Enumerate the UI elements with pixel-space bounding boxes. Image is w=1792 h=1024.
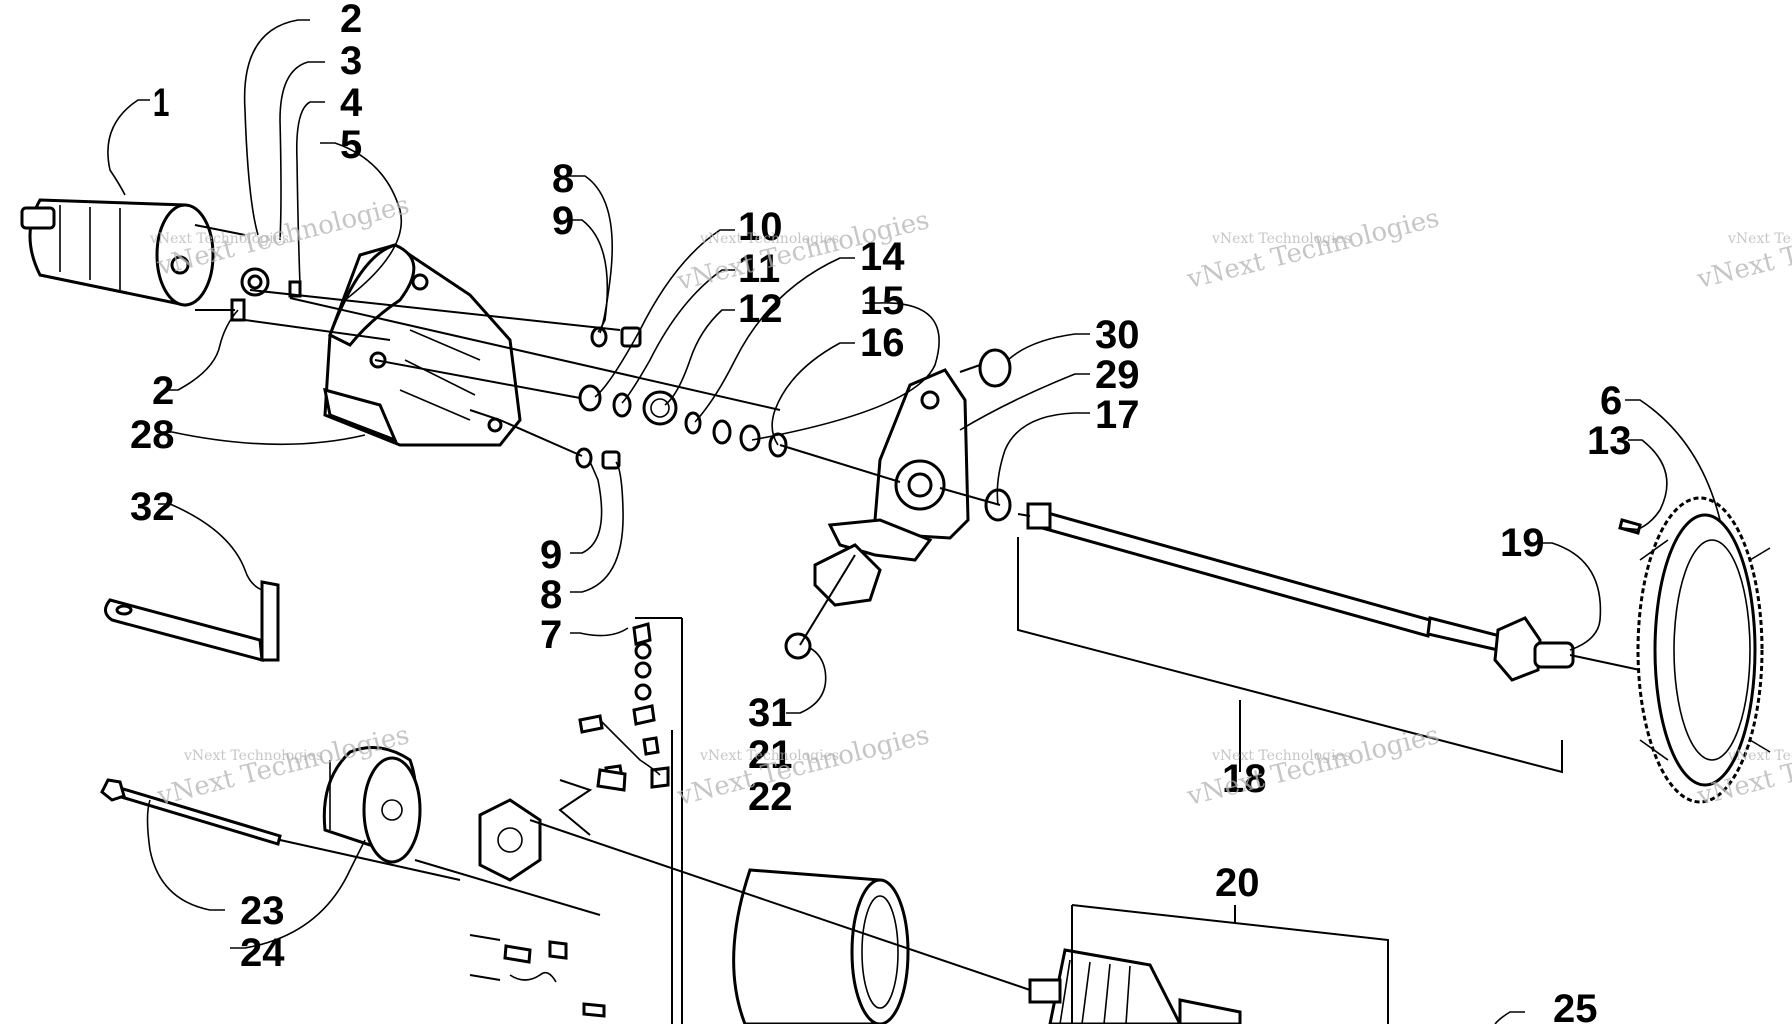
callout-18: 18 bbox=[1222, 757, 1267, 801]
callout-1: 1 bbox=[153, 81, 170, 125]
callout-6: 6 bbox=[1600, 379, 1622, 423]
lower-springs bbox=[503, 768, 627, 1018]
callout-labels: 1 2 3 4 5 2 28 32 8 9 9 8 7 10 11 12 14 … bbox=[130, 0, 1632, 1024]
watermark-small: vNext Technologies bbox=[699, 748, 839, 764]
callout-32: 32 bbox=[130, 485, 175, 529]
callout-9-top: 9 bbox=[552, 199, 574, 243]
watermark-small: vNext Technologies bbox=[699, 231, 839, 247]
callout-8-bottom: 8 bbox=[540, 573, 562, 617]
callout-20: 20 bbox=[1215, 861, 1260, 905]
starter-bracket bbox=[323, 243, 522, 447]
callout-24: 24 bbox=[240, 931, 285, 975]
callout-3: 3 bbox=[340, 39, 362, 83]
cover-knob bbox=[784, 543, 882, 660]
starter-motor bbox=[20, 198, 302, 322]
watermark-large: vNext Technologies bbox=[673, 720, 932, 812]
leader-lines bbox=[107, 19, 1721, 1024]
callout-25: 25 bbox=[1553, 987, 1598, 1024]
watermark-small: vNext Technologies bbox=[1211, 748, 1351, 764]
group-brackets bbox=[469, 537, 1563, 1024]
callout-10: 10 bbox=[738, 205, 783, 249]
callout-16: 16 bbox=[860, 321, 905, 365]
callout-7: 7 bbox=[540, 613, 562, 657]
brush-plate bbox=[478, 798, 542, 882]
ring-gear bbox=[1618, 496, 1771, 804]
watermark-small: vNext Technologies bbox=[183, 748, 323, 764]
callout-19: 19 bbox=[1500, 521, 1545, 565]
watermark-small: vNext Technologies bbox=[1727, 748, 1792, 764]
strap-bracket bbox=[104, 580, 280, 663]
callout-28: 28 bbox=[130, 413, 175, 457]
callout-30: 30 bbox=[1095, 313, 1140, 357]
long-bolt bbox=[100, 778, 282, 846]
callout-29: 29 bbox=[1095, 353, 1140, 397]
callout-2-top: 2 bbox=[340, 0, 362, 41]
callout-17: 17 bbox=[1095, 393, 1140, 437]
callout-11: 11 bbox=[738, 247, 780, 291]
watermark-large: vNext Technologies bbox=[1693, 203, 1792, 295]
watermark-small: vNext Technologies bbox=[1727, 231, 1792, 247]
callout-14: 14 bbox=[860, 235, 905, 279]
watermark-large: vNext Technologies bbox=[1183, 203, 1442, 295]
watermark-small: vNext Technologies bbox=[149, 231, 289, 247]
callout-31: 31 bbox=[748, 691, 793, 735]
drive-arm bbox=[827, 348, 1012, 562]
upper-fasteners bbox=[575, 326, 788, 470]
watermark-small: vNext Technologies bbox=[1211, 231, 1351, 247]
axis-lines bbox=[244, 289, 1641, 991]
callout-12: 12 bbox=[738, 287, 783, 331]
drive-shaft bbox=[1026, 502, 1502, 652]
brush-assembly bbox=[578, 622, 670, 789]
pinion-gear bbox=[1493, 616, 1575, 682]
callout-8-top: 8 bbox=[552, 157, 574, 201]
motor-housing bbox=[732, 868, 910, 1024]
callout-2-bottom: 2 bbox=[152, 369, 174, 413]
callout-5: 5 bbox=[340, 123, 362, 167]
callout-9-bottom: 9 bbox=[540, 533, 562, 577]
callout-15: 15 bbox=[860, 279, 905, 323]
callout-21: 21 bbox=[748, 733, 793, 777]
armature bbox=[1028, 948, 1242, 1024]
callout-13: 13 bbox=[1587, 419, 1632, 463]
callout-23: 23 bbox=[240, 889, 285, 933]
callout-22: 22 bbox=[748, 775, 793, 819]
end-cap bbox=[322, 746, 422, 864]
callout-4: 4 bbox=[340, 81, 363, 125]
